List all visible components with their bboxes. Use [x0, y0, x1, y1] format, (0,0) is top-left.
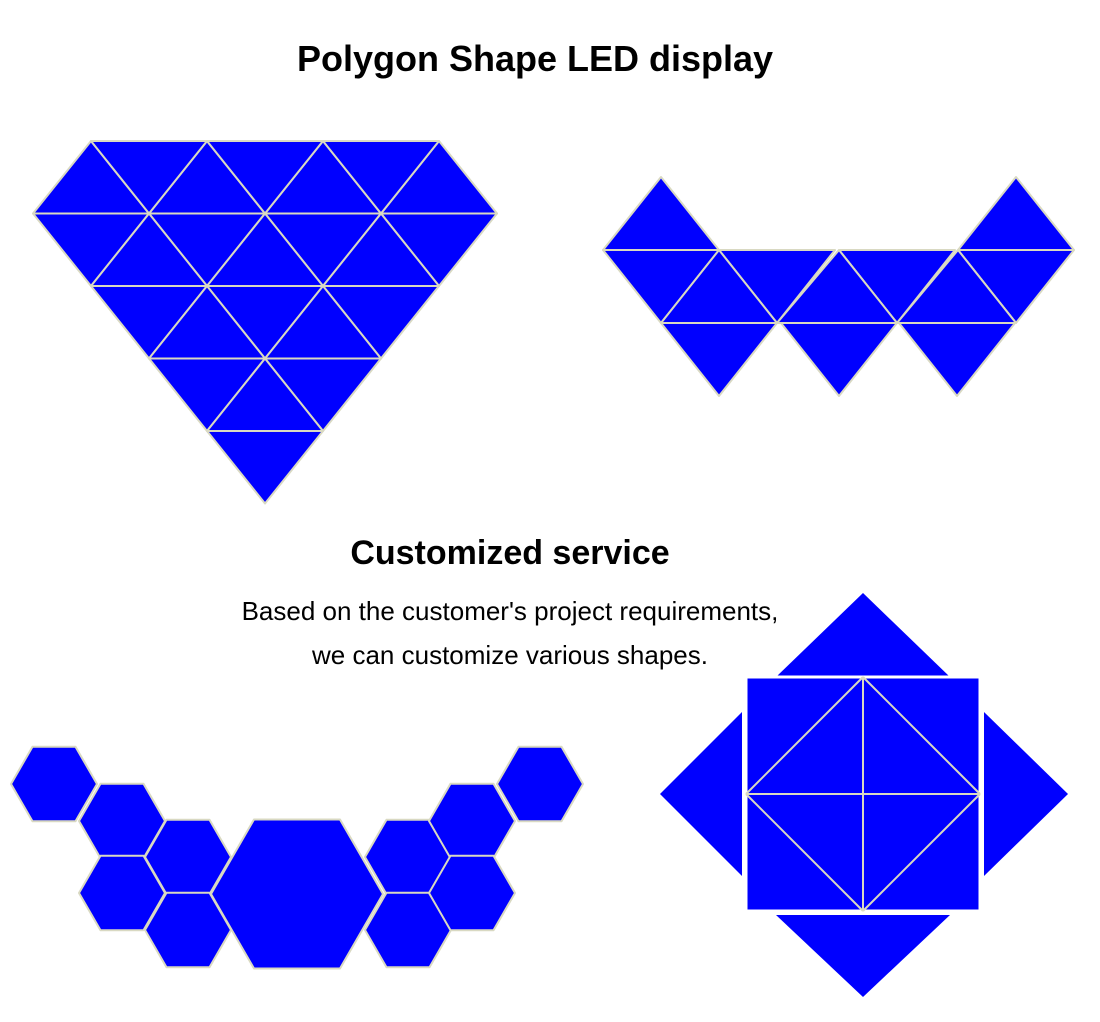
- panel-seam: [745, 793, 864, 912]
- panel-seam: [862, 676, 981, 795]
- triangle-tile: [322, 140, 440, 215]
- triangle-tile: [90, 140, 208, 215]
- triangle-tile: [984, 712, 1068, 876]
- triangle-tile: [206, 140, 324, 215]
- hexagon-tile: [210, 818, 384, 970]
- triangle-tile: [206, 430, 324, 505]
- hexagon-tile: [428, 854, 516, 932]
- service-heading: Customized service: [350, 534, 670, 572]
- triangle-tile: [602, 176, 720, 251]
- panel-seam: [745, 676, 864, 795]
- hexagon-arc-panel: [10, 745, 584, 970]
- triangle-tile: [776, 593, 950, 677]
- hexagon-tile: [496, 745, 584, 823]
- diamond-triangle-panel: [32, 140, 498, 505]
- service-description: Based on the customer's project requirem…: [150, 589, 870, 677]
- service-description-line: we can customize various shapes.: [312, 640, 708, 670]
- square-diamond-panel: [660, 593, 1068, 997]
- triangle-tile: [660, 322, 778, 397]
- hexagon-tile: [144, 891, 232, 969]
- service-description-line: Based on the customer's project requirem…: [241, 596, 779, 626]
- zigzag-triangle-panel: [602, 176, 1075, 397]
- panel-seam: [862, 793, 981, 912]
- triangle-tile: [776, 915, 950, 997]
- page-title: Polygon Shape LED display: [296, 38, 774, 79]
- triangle-tile: [660, 712, 742, 876]
- triangle-tile: [957, 176, 1075, 251]
- triangle-tile: [780, 322, 898, 397]
- hexagon-tile: [10, 745, 98, 823]
- hexagon-tile: [78, 854, 166, 932]
- triangle-tile: [898, 322, 1016, 397]
